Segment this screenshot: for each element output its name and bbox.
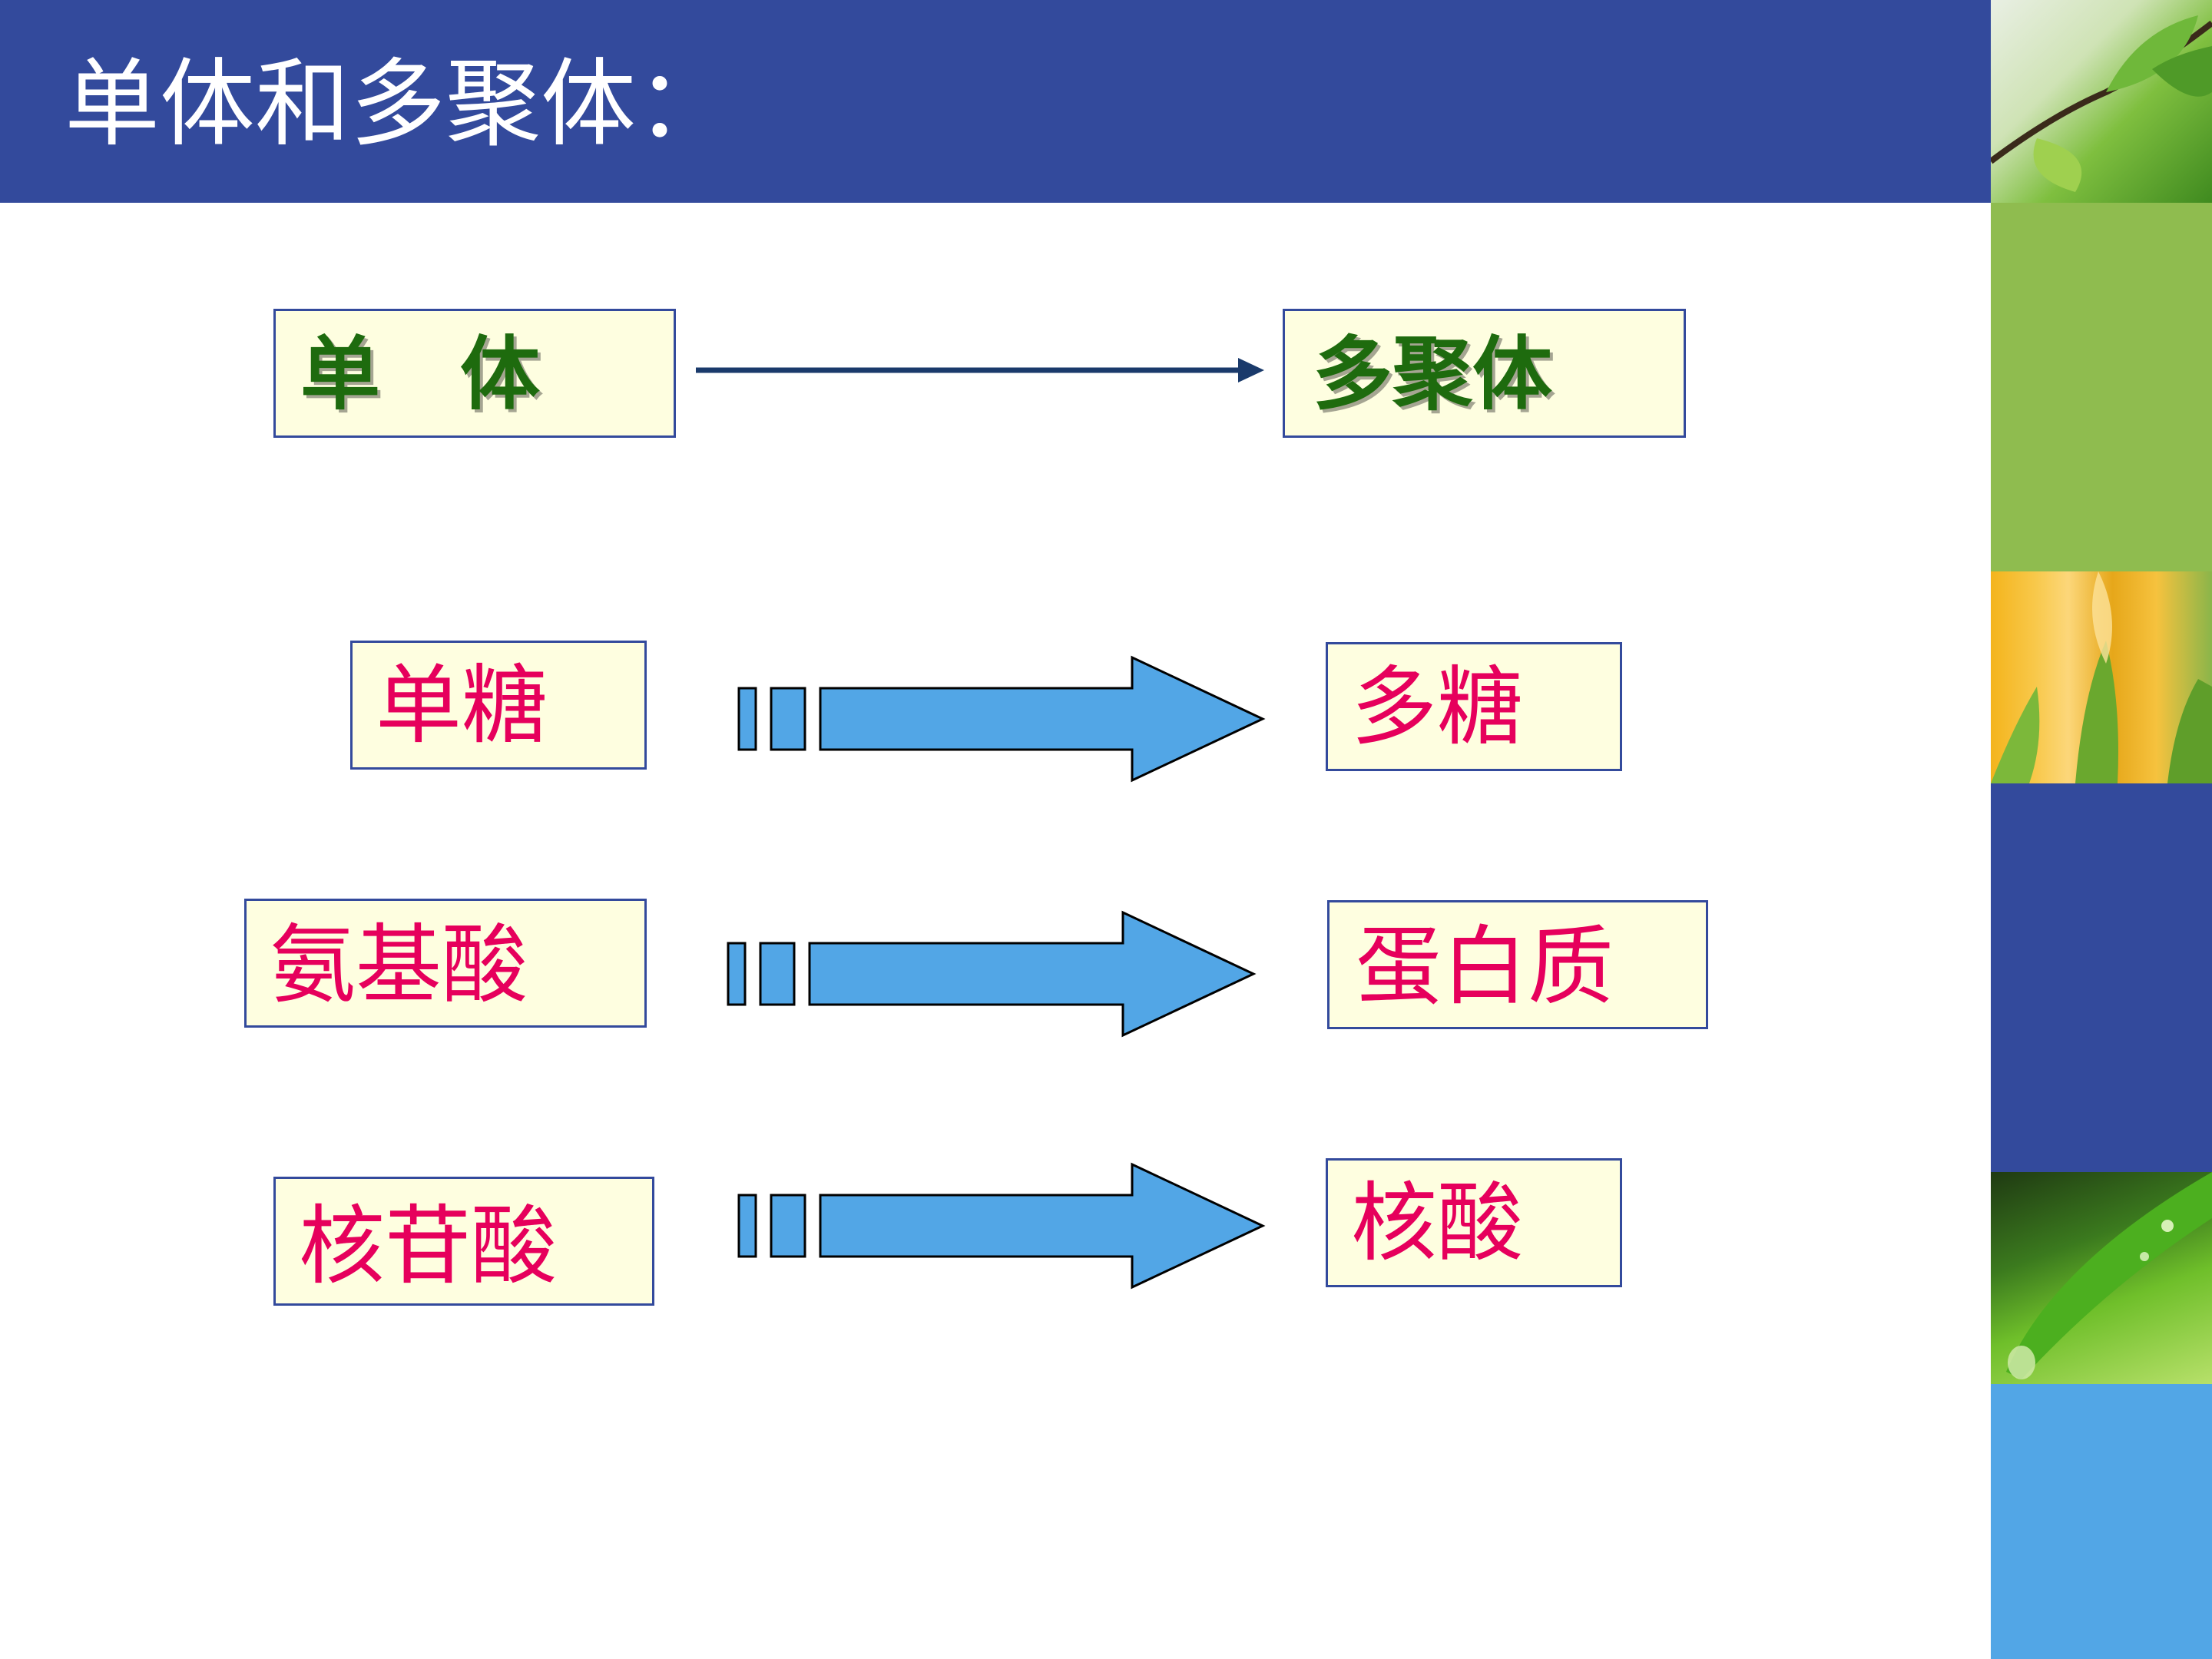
striped-arrow-2 xyxy=(727,910,1257,1038)
slide-title: 单体和多聚体： xyxy=(65,49,732,160)
navy-block xyxy=(1991,783,2212,1172)
monomer-box-3: 核苷酸 xyxy=(273,1177,654,1306)
polymer-header-box: 多聚体 xyxy=(1283,309,1686,438)
monomer-label-3: 核苷酸 xyxy=(299,1197,557,1296)
polymer-label-2: 蛋白质 xyxy=(1356,917,1614,1017)
monomer-box-2: 氨基酸 xyxy=(244,899,647,1028)
green-block xyxy=(1991,203,2212,571)
droplet-leaf-icon xyxy=(2006,1172,2212,1379)
polymer-box-1: 多糖 xyxy=(1326,642,1622,771)
polymer-label-1: 多糖 xyxy=(1351,657,1523,757)
tulip-icon xyxy=(1991,571,2212,783)
striped-arrow-1 xyxy=(737,655,1266,783)
monomer-label-1: 单糖 xyxy=(376,656,548,756)
arrows-layer xyxy=(696,358,1266,1290)
polymer-box-3: 核酸 xyxy=(1326,1158,1622,1287)
leaf-icon xyxy=(1991,15,2212,192)
monomer-label-2: 氨基酸 xyxy=(270,916,528,1015)
striped-arrow-3 xyxy=(737,1162,1266,1290)
polymer-header-label: 多聚体 xyxy=(1313,326,1553,421)
leaf-photo-top xyxy=(1991,0,2212,203)
monomer-box-1: 单糖 xyxy=(350,641,647,770)
title-bar: 单体和多聚体： xyxy=(0,0,1991,203)
polymer-label-3: 核酸 xyxy=(1351,1174,1523,1273)
monomer-header-label: 单 体 xyxy=(300,326,541,421)
polymer-box-2: 蛋白质 xyxy=(1327,900,1708,1029)
leaf-photo-bottom xyxy=(1991,1172,2212,1384)
blue-block xyxy=(1991,1384,2212,1659)
tulip-photo xyxy=(1991,571,2212,783)
connector-arrowhead xyxy=(1238,358,1264,382)
monomer-header-box: 单 体 xyxy=(273,309,676,438)
